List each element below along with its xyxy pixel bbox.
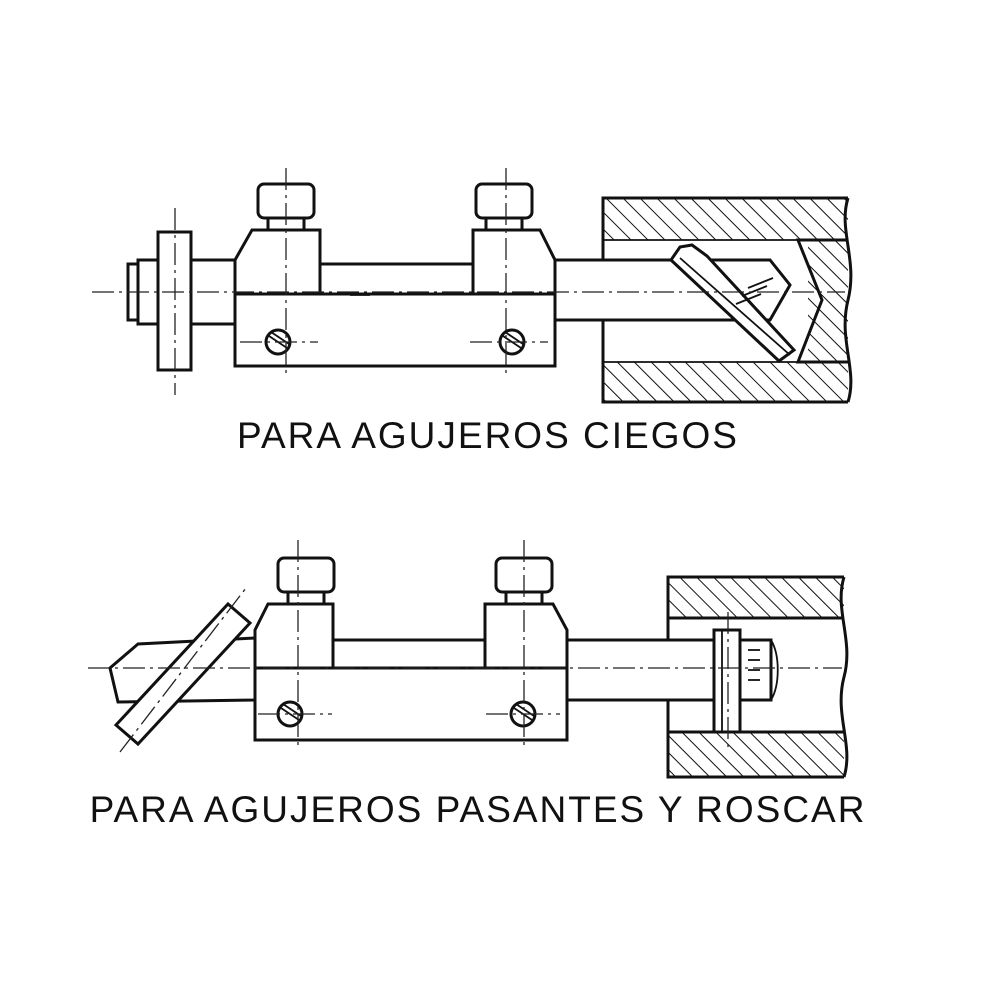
- centerlines-2: [88, 540, 842, 753]
- caption-blind-holes: PARA AGUJEROS CIEGOS: [237, 415, 739, 456]
- knob-2-left: [276, 556, 336, 606]
- cutter-straight-2: [712, 628, 760, 734]
- boring-bar-2: [553, 638, 779, 702]
- caption-through-holes-threading: PARA AGUJEROS PASANTES Y ROSCAR: [90, 789, 867, 830]
- cutter-inclined-1: [669, 243, 797, 363]
- figure-through-holes: PARA AGUJEROS PASANTES Y ROSCAR: [88, 540, 867, 830]
- figure-blind-holes: PARA AGUJEROS CIEGOS: [92, 168, 853, 456]
- centerlines-1: [92, 168, 845, 395]
- cross-pin-inclined-2: [113, 601, 253, 747]
- clamp-body-2: [253, 602, 569, 742]
- cross-pin-1: [156, 230, 193, 372]
- knob-1-right: [474, 182, 534, 232]
- clamp-body-1: [233, 228, 557, 368]
